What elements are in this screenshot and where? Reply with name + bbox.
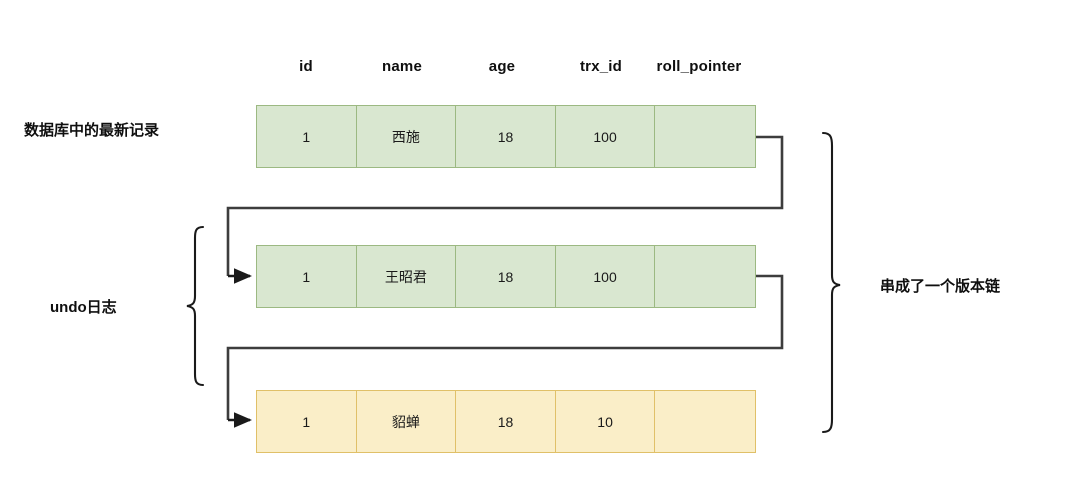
cell-trx-id: 100 [556,106,656,167]
column-header-id: id [299,58,313,75]
label-version-chain: 串成了一个版本链 [880,278,1001,295]
cell-name: 貂蝉 [357,391,457,452]
cell-roll-pointer [655,246,755,307]
cell-roll-pointer [655,106,755,167]
cell-age: 18 [456,106,556,167]
cell-id: 1 [257,106,357,167]
undo-log-row-1[interactable]: 1 王昭君 18 100 [256,245,756,308]
cell-roll-pointer [655,391,755,452]
cell-trx-id: 100 [556,246,656,307]
version-chain-brace [821,131,841,434]
cell-trx-id: 10 [556,391,656,452]
cell-age: 18 [456,246,556,307]
label-latest-record: 数据库中的最新记录 [24,122,160,139]
column-header-roll-pointer: roll_pointer [656,58,742,75]
column-header-name: name [382,58,422,75]
cell-id: 1 [257,246,357,307]
cell-name: 西施 [357,106,457,167]
undo-log-row-2[interactable]: 1 貂蝉 18 10 [256,390,756,453]
column-header-age: age [488,58,516,75]
latest-record-row[interactable]: 1 西施 18 100 [256,105,756,168]
undo-log-brace [186,225,205,387]
cell-id: 1 [257,391,357,452]
cell-age: 18 [456,391,556,452]
label-undo-log: undo日志 [50,299,117,316]
column-header-trx-id: trx_id [579,58,623,75]
cell-name: 王昭君 [357,246,457,307]
